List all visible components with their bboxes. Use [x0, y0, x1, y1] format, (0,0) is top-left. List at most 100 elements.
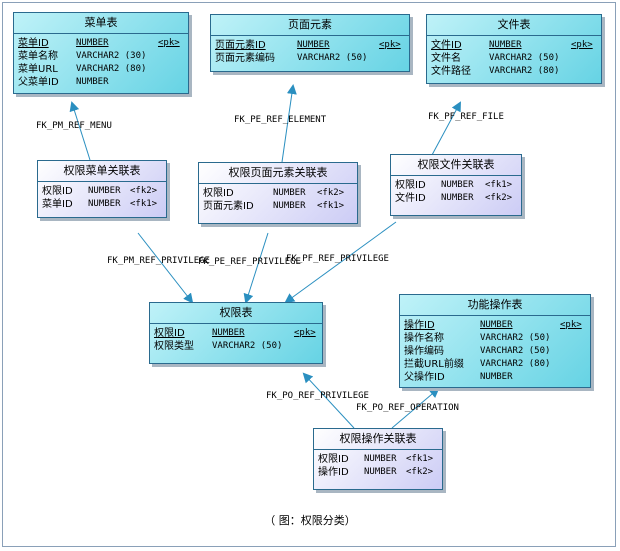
entity-file-row: 文件名 VARCHAR2 (50): [431, 52, 597, 65]
column-type: VARCHAR2 (50): [297, 53, 368, 63]
entity-menu-row: 菜单URL VARCHAR2 (80): [18, 63, 184, 76]
entity-operation[interactable]: 功能操作表 操作ID NUMBER <pk> 操作名称 VARCHAR2 (50…: [399, 294, 591, 388]
column-name: 权限ID: [154, 328, 185, 339]
column-name: 权限ID: [42, 186, 73, 197]
column-name: 菜单名称: [18, 51, 58, 62]
diagram-frame: [2, 2, 616, 547]
column-type: NUMBER: [88, 199, 121, 209]
entity-operation-title: 功能操作表: [400, 295, 590, 316]
column-key: <fk2>: [317, 188, 345, 198]
entity-operation-row: 拦截URL前缀 VARCHAR2 (80): [404, 358, 586, 371]
connector-pf-privilege[interactable]: [284, 221, 397, 304]
column-name: 菜单ID: [18, 38, 49, 49]
column-key: <pk>: [294, 328, 316, 338]
relation-label-fk-pe-ref-privilege: FK_PE_REF_PRIVILEGE: [198, 257, 301, 267]
connector-po-privilege[interactable]: [302, 372, 355, 429]
relation-label-fk-pe-ref-element: FK_PE_REF_ELEMENT: [234, 115, 327, 125]
column-name: 文件ID: [431, 40, 462, 51]
relation-label-fk-pf-ref-file: FK_PF_REF_FILE: [428, 112, 504, 122]
connector-pm-menu[interactable]: [69, 101, 91, 161]
column-type: NUMBER: [480, 372, 513, 382]
entity-page-element-row: 页面元素ID NUMBER <pk>: [215, 39, 405, 52]
entity-operation-row: 操作ID NUMBER <pk>: [404, 319, 586, 332]
figure-caption: （ 图：权限分类）: [264, 514, 356, 527]
entity-privilege-menu-title: 权限菜单关联表: [38, 161, 166, 182]
column-type: VARCHAR2 (80): [489, 66, 560, 76]
column-key: <fk1>: [485, 180, 513, 190]
column-name: 操作名称: [404, 333, 444, 344]
column-type: NUMBER: [297, 40, 330, 50]
column-name: 操作编码: [404, 346, 444, 357]
column-type: NUMBER: [480, 320, 513, 330]
entity-privilege-title: 权限表: [150, 303, 322, 324]
column-type: NUMBER: [441, 193, 474, 203]
connector-pe-element[interactable]: [281, 84, 297, 163]
entity-privilege-page-element[interactable]: 权限页面元素关联表 权限ID NUMBER <fk2> 页面元素ID NUMBE…: [198, 162, 358, 224]
relation-label-fk-po-ref-privilege: FK_PO_REF_PRIVILEGE: [266, 391, 369, 401]
column-type: NUMBER: [489, 40, 522, 50]
column-type: VARCHAR2 (80): [480, 359, 551, 369]
column-key: <pk>: [158, 38, 180, 48]
entity-file-row: 文件ID NUMBER <pk>: [431, 39, 597, 52]
column-name: 操作ID: [404, 320, 435, 331]
column-name: 文件路径: [431, 66, 471, 77]
column-name: 菜单ID: [42, 199, 73, 210]
entity-menu-row: 菜单名称 VARCHAR2 (30): [18, 50, 184, 63]
connector-pf-file[interactable]: [431, 101, 461, 156]
entity-privilege-page-element-title: 权限页面元素关联表: [199, 163, 357, 184]
column-type: NUMBER: [364, 467, 397, 477]
column-type: NUMBER: [273, 188, 306, 198]
connector-pe-privilege[interactable]: [243, 232, 269, 304]
entity-privilege-file[interactable]: 权限文件关联表 权限ID NUMBER <fk1> 文件ID NUMBER <f…: [390, 154, 522, 216]
entity-privilege[interactable]: 权限表 权限ID NUMBER <pk> 权限类型 VARCHAR2 (50): [149, 302, 323, 364]
column-type: VARCHAR2 (50): [480, 346, 551, 356]
column-key: <fk2>: [130, 186, 158, 196]
column-type: VARCHAR2 (50): [489, 53, 560, 63]
column-name: 权限ID: [203, 188, 234, 199]
column-name: 菜单URL: [18, 64, 58, 75]
column-type: NUMBER: [441, 180, 474, 190]
column-type: NUMBER: [88, 186, 121, 196]
entity-privilege-page-element-row: 权限ID NUMBER <fk2>: [203, 187, 353, 200]
entity-page-element-title: 页面元素: [211, 15, 409, 36]
column-type: NUMBER: [364, 454, 397, 464]
entity-privilege-menu[interactable]: 权限菜单关联表 权限ID NUMBER <fk2> 菜单ID NUMBER <f…: [37, 160, 167, 218]
column-name: 权限ID: [395, 180, 426, 191]
entity-menu-row: 菜单ID NUMBER <pk>: [18, 37, 184, 50]
entity-privilege-operation-row: 权限ID NUMBER <fk1>: [318, 453, 438, 466]
column-name: 文件名: [431, 53, 461, 64]
entity-file[interactable]: 文件表 文件ID NUMBER <pk> 文件名 VARCHAR2 (50) 文…: [426, 14, 602, 84]
column-key: <pk>: [571, 40, 593, 50]
entity-privilege-page-element-row: 页面元素ID NUMBER <fk1>: [203, 200, 353, 213]
connector-pm-privilege[interactable]: [137, 232, 194, 304]
column-name: 页面元素ID: [203, 201, 254, 212]
column-type: VARCHAR2 (30): [76, 51, 147, 61]
column-type: VARCHAR2 (80): [76, 64, 147, 74]
entity-page-element[interactable]: 页面元素 页面元素ID NUMBER <pk> 页面元素编码 VARCHAR2 …: [210, 14, 410, 72]
entity-page-element-row: 页面元素编码 VARCHAR2 (50): [215, 52, 405, 65]
column-name: 父菜单ID: [18, 77, 59, 88]
column-key: <fk1>: [317, 201, 345, 211]
entity-menu[interactable]: 菜单表 菜单ID NUMBER <pk> 菜单名称 VARCHAR2 (30) …: [13, 12, 189, 94]
entity-privilege-file-row: 权限ID NUMBER <fk1>: [395, 179, 517, 192]
column-key: <pk>: [560, 320, 582, 330]
relation-label-fk-po-ref-operation: FK_PO_REF_OPERATION: [356, 403, 459, 413]
entity-privilege-row: 权限ID NUMBER <pk>: [154, 327, 318, 340]
column-type: NUMBER: [273, 201, 306, 211]
entity-privilege-operation[interactable]: 权限操作关联表 权限ID NUMBER <fk1> 操作ID NUMBER <f…: [313, 428, 443, 490]
column-name: 操作ID: [318, 467, 349, 478]
entity-menu-row: 父菜单ID NUMBER: [18, 76, 184, 89]
entity-privilege-file-row: 文件ID NUMBER <fk2>: [395, 192, 517, 205]
entity-operation-row: 操作名称 VARCHAR2 (50): [404, 332, 586, 345]
connector-po-operation[interactable]: [391, 387, 440, 429]
entity-privilege-operation-title: 权限操作关联表: [314, 429, 442, 450]
column-type: NUMBER: [212, 328, 245, 338]
column-key: <fk2>: [406, 467, 434, 477]
column-name: 拦截URL前缀: [404, 359, 464, 370]
relation-label-fk-pf-ref-privilege: FK_PF_REF_PRIVILEGE: [286, 254, 389, 264]
entity-file-row: 文件路径 VARCHAR2 (80): [431, 65, 597, 78]
entity-menu-title: 菜单表: [14, 13, 188, 34]
column-name: 文件ID: [395, 193, 426, 204]
